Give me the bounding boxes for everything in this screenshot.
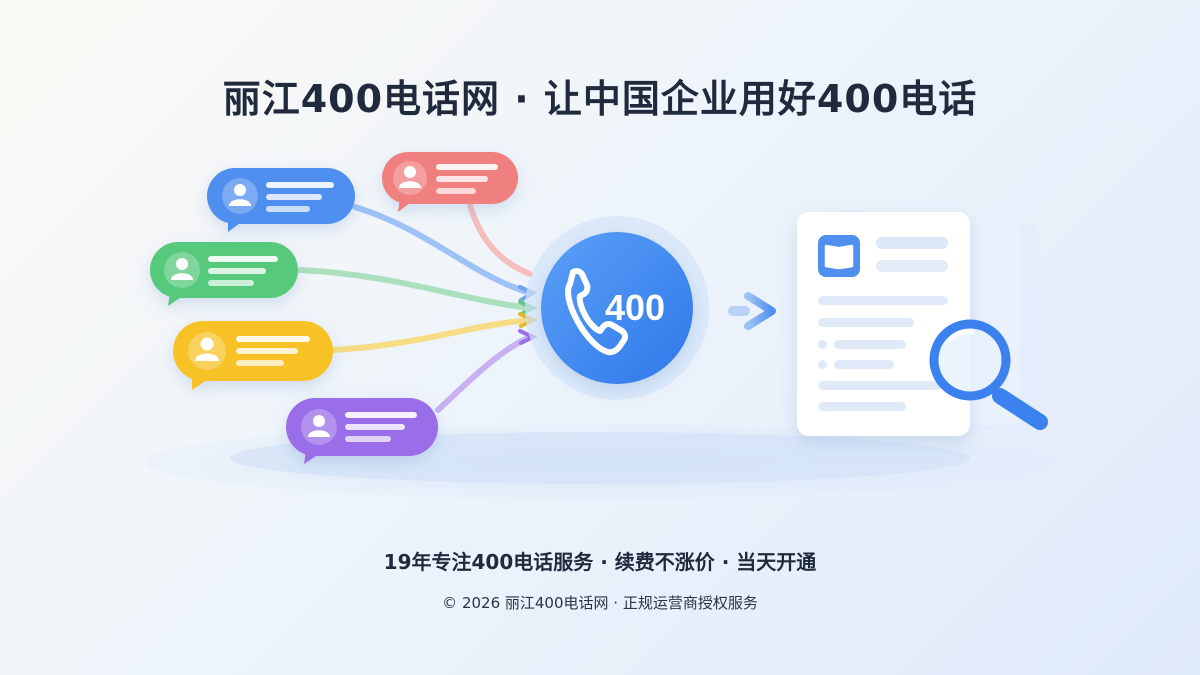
person-icon — [171, 258, 193, 280]
chat-bubble-yellow — [173, 321, 333, 390]
chat-bubble-green — [150, 242, 298, 306]
page-title: 丽江400电话网 · 让中国企业用好400电话 — [222, 77, 978, 121]
magnifying-glass-icon — [929, 319, 1048, 430]
arrow-right-icon — [728, 292, 776, 330]
tagline: 19年专注400电话服务 · 续费不涨价 · 当天开通 — [383, 550, 817, 574]
phone-handset-icon — [565, 267, 629, 356]
book-icon — [824, 244, 854, 270]
connector-green — [297, 267, 533, 311]
person-icon — [229, 184, 251, 206]
document-card — [797, 212, 970, 436]
footer-copyright: © 2026 丽江400电话网 · 正规运营商授权服务 — [442, 594, 758, 612]
person-icon — [399, 166, 421, 188]
phone-badge: 400 — [525, 216, 709, 400]
person-icon — [195, 337, 219, 361]
connector-red — [467, 202, 533, 277]
person-icon — [308, 415, 330, 437]
chat-bubble-blue — [207, 168, 355, 232]
connector-purple — [435, 334, 533, 413]
chat-bubble-red — [382, 152, 518, 212]
connector-blue — [352, 204, 533, 296]
phone-badge-number: 400 — [605, 287, 665, 328]
connector-yellow — [330, 317, 533, 353]
chat-bubble-purple — [286, 398, 438, 464]
